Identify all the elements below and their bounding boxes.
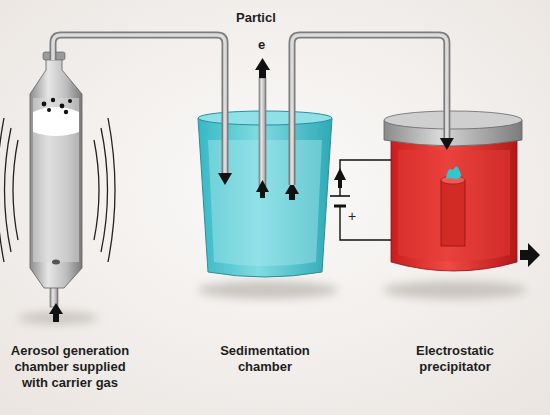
particle — [60, 104, 65, 109]
electron-label: e — [258, 37, 265, 52]
collected-particles — [446, 166, 461, 179]
precipitator-inner — [398, 150, 510, 262]
arrow-head — [218, 173, 232, 185]
particle — [47, 108, 51, 112]
exhaust-tube — [259, 78, 266, 186]
tube-highlight — [53, 35, 225, 175]
gas-tube — [292, 35, 454, 185]
particle — [68, 99, 72, 103]
component-area: Electrostatic precipitator — [388, 150, 516, 270]
vibration-arc — [101, 128, 108, 252]
current-arrow — [334, 168, 346, 188]
battery-plate — [334, 205, 346, 208]
tube-wall — [292, 35, 447, 185]
component-area: Aerosol generation chamber supplied with… — [22, 60, 84, 295]
shadow — [383, 281, 527, 299]
component-label: Electrostatic precipitator — [396, 343, 514, 375]
aerosol-generator — [30, 52, 82, 322]
particle — [42, 102, 47, 107]
arrow-head — [440, 138, 454, 150]
particle — [51, 98, 55, 102]
vibration-arc — [0, 118, 4, 262]
precipitator-body — [391, 138, 517, 271]
precipitator — [384, 111, 540, 271]
component-label: Sedimentation chamber — [207, 343, 323, 375]
outlet-hole — [52, 260, 60, 265]
wire — [340, 206, 391, 240]
sedimentation-cup — [198, 58, 332, 277]
component-label: Aerosol generation chamber supplied with… — [0, 343, 140, 391]
particle — [64, 110, 68, 114]
tube-highlight — [292, 35, 447, 185]
wire — [340, 160, 391, 196]
component-area: Sedimentation chamber — [205, 185, 325, 275]
power-circuit — [330, 160, 391, 240]
flow-arrow-up — [256, 180, 269, 198]
tube-wall — [53, 35, 225, 175]
shadow — [198, 281, 338, 299]
floor-shadows — [18, 281, 527, 324]
generator-body — [30, 56, 82, 288]
vibration-arc — [13, 140, 18, 240]
polarity-sign: + — [348, 208, 356, 224]
particles — [42, 98, 72, 114]
vibration-arc — [108, 118, 115, 262]
lid-top — [384, 111, 522, 129]
powder-layer — [33, 107, 79, 136]
particle-label: Particl — [236, 10, 276, 25]
gas-tube — [53, 35, 232, 185]
flow-arrow-up — [255, 58, 270, 78]
outlet-arrow — [520, 243, 540, 267]
vibration-arc — [5, 128, 12, 252]
generator-cap — [43, 52, 65, 60]
flow-arrow-up — [285, 182, 299, 200]
generator-window — [33, 98, 79, 262]
battery-plate — [330, 195, 350, 197]
gas-inlet-arrow — [49, 303, 63, 322]
collector-rod — [441, 180, 465, 246]
vibration-arc — [94, 140, 99, 240]
